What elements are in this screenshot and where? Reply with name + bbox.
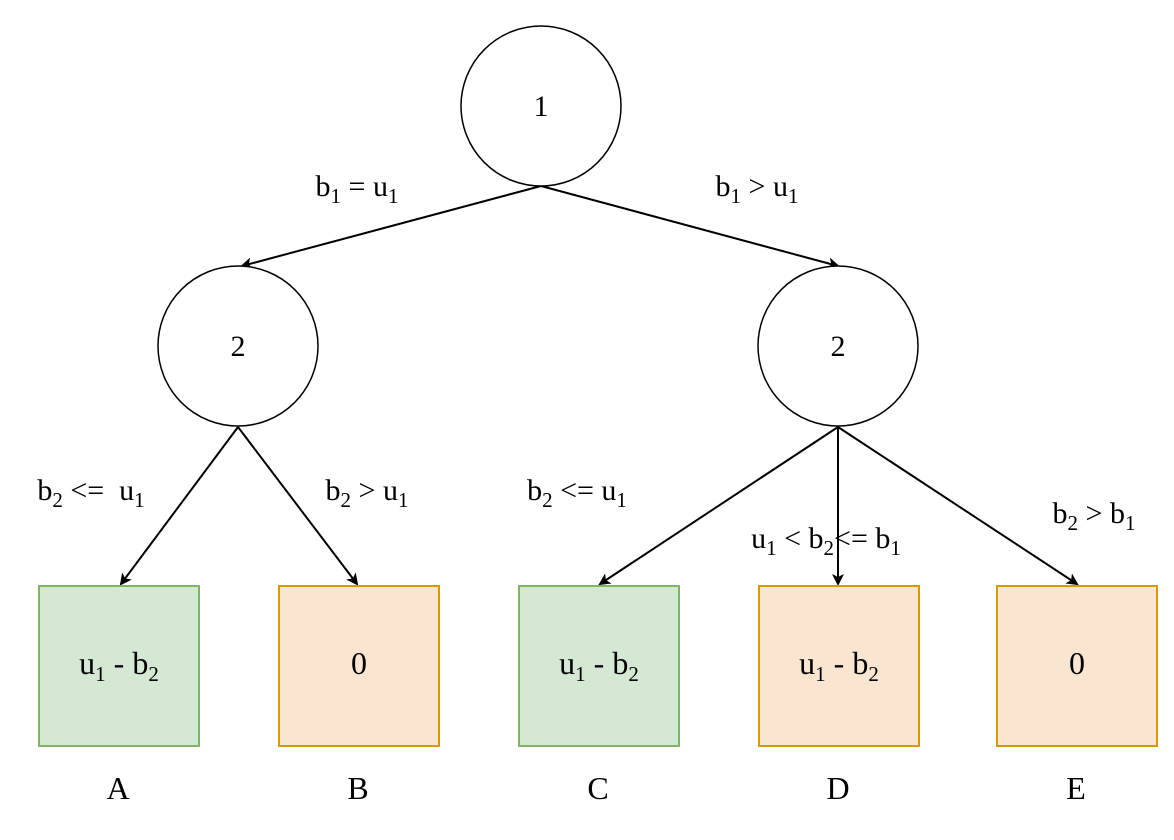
leaf-payoff-e: 0	[1069, 645, 1085, 681]
left-child-node: 2	[157, 265, 319, 427]
edge-label-right-c: b2 <= u1	[527, 474, 627, 512]
leaf-b: 0B	[278, 585, 440, 806]
leaf-a: u1 - b2 A	[38, 585, 200, 806]
leaf-payoff-d: u1 - b2	[799, 645, 879, 686]
leaf-box-d	[758, 585, 920, 747]
edge-right-to-c	[598, 426, 839, 586]
edge-root-to-right	[540, 185, 840, 270]
right-child-node: 2	[757, 265, 919, 427]
edge-label-root-left: b1 = u1	[316, 170, 399, 208]
leaf-payoff-c: u1 - b2	[559, 645, 639, 686]
leaf-payoff-a: u1 - b2	[79, 645, 159, 686]
edge-right-to-e	[837, 426, 1079, 586]
edge-root-to-left	[240, 185, 542, 270]
leaf-label-d: D	[826, 770, 849, 806]
leaf-box-c	[518, 585, 680, 747]
right-child-node-label: 2	[831, 330, 846, 363]
edge-label-root-right: b1 > u1	[716, 170, 799, 208]
leaf-box-a	[38, 585, 200, 747]
leaf-label-a: A	[106, 770, 129, 806]
edge-label-left-a: b2 <= u1	[37, 474, 144, 512]
leaf-e: 0E	[996, 585, 1158, 806]
root-node-label: 1	[534, 90, 549, 123]
edge-label-left-b: b2 > u1	[326, 474, 409, 512]
leaf-box-e	[996, 585, 1158, 747]
leaf-label-c: C	[587, 770, 608, 806]
leaf-payoff-b: 0	[351, 645, 367, 681]
root-node: 1	[460, 25, 622, 187]
edge-left-to-b	[237, 426, 359, 586]
leaf-label-b: B	[347, 770, 368, 806]
leaf-box-b	[278, 585, 440, 747]
edge-left-to-a	[119, 426, 239, 586]
leaf-c: u1 - b2 C	[518, 585, 680, 806]
leaf-d: u1 - b2 D	[758, 585, 920, 806]
edge-label-right-d: u1 < b2<= b1	[751, 522, 901, 560]
leaf-label-e: E	[1066, 770, 1086, 806]
left-child-node-label: 2	[231, 330, 246, 363]
edge-label-right-e: b2 > b1	[1053, 497, 1136, 535]
